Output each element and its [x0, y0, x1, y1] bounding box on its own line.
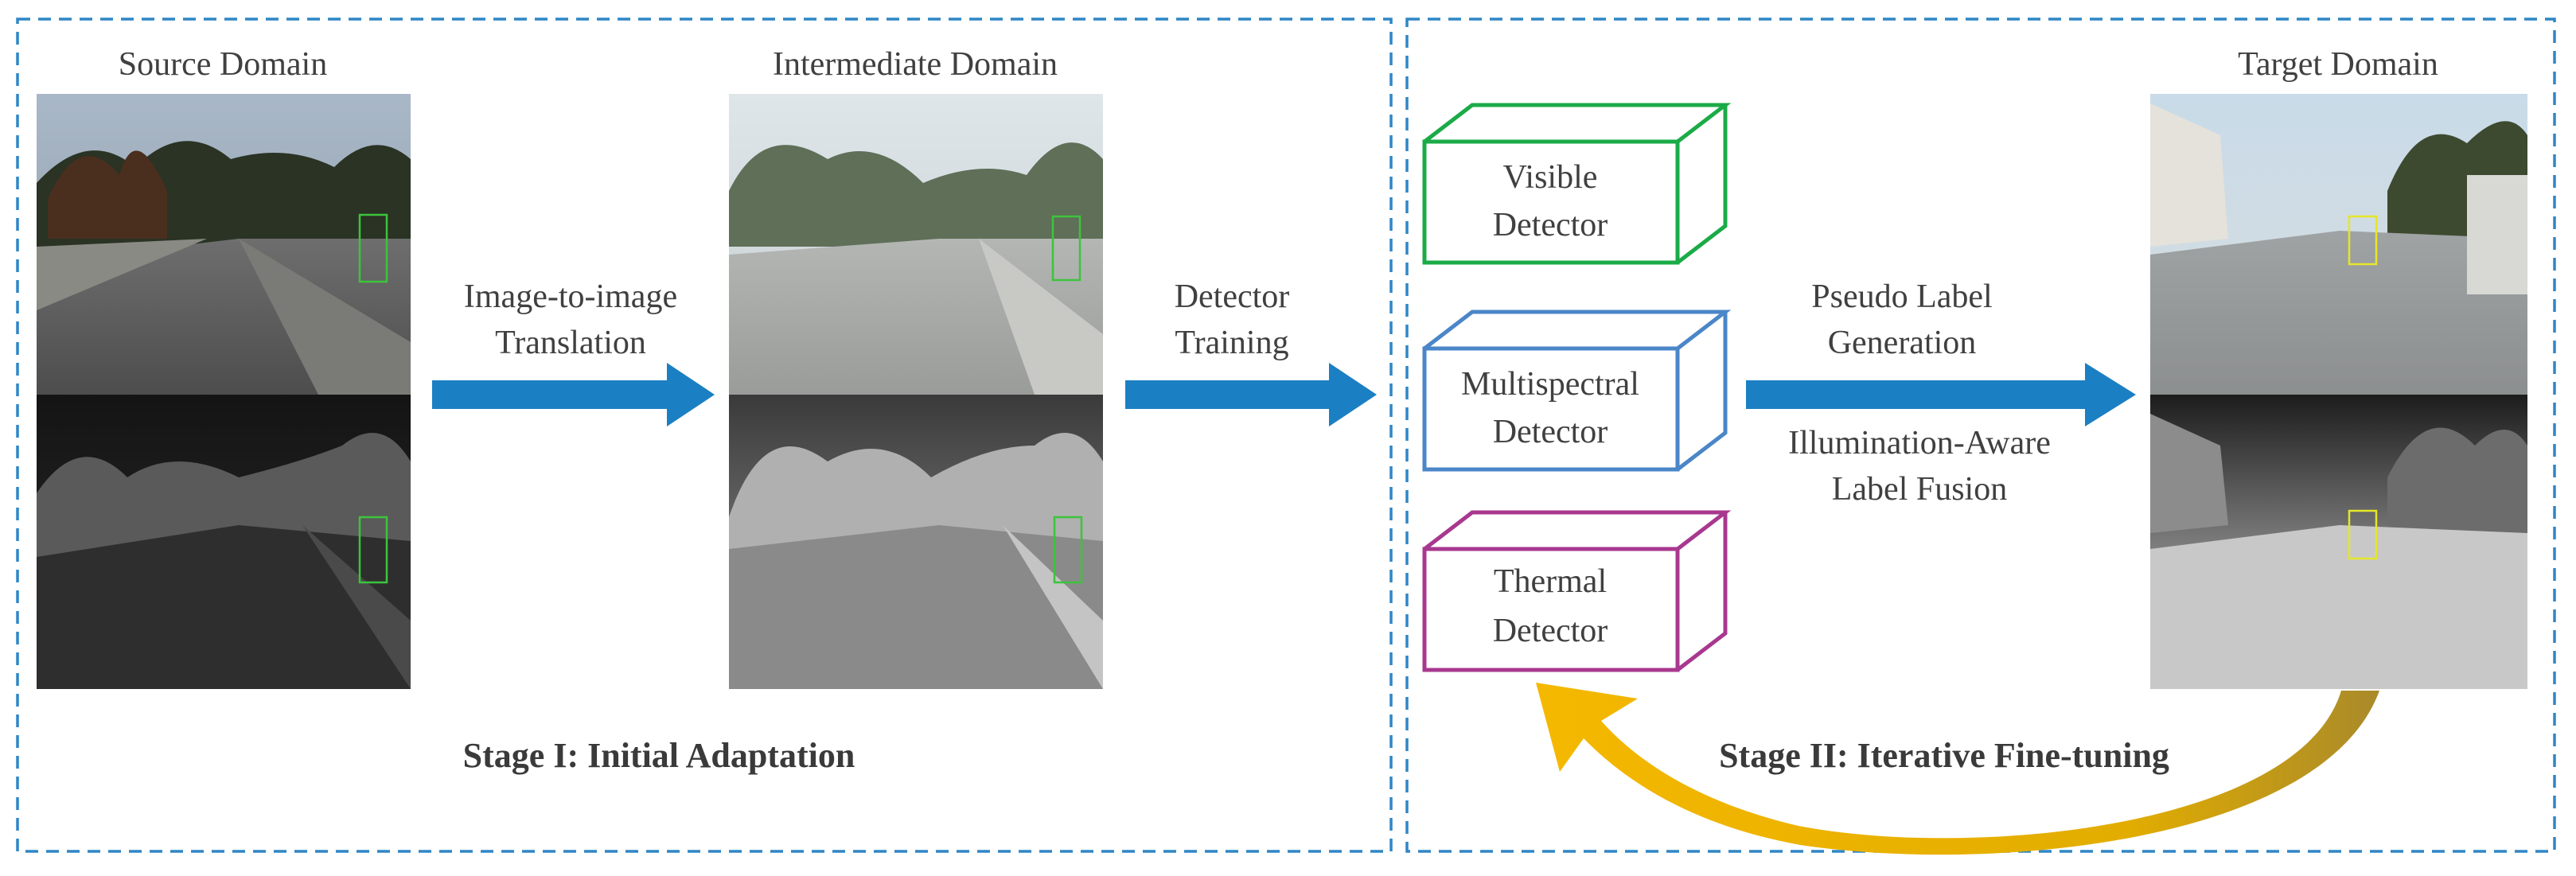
intermediate-domain-label: Intermediate Domain	[773, 46, 1058, 83]
fusion-label-line1: Illumination-Aware	[1788, 425, 2051, 461]
target-visible-image	[2150, 94, 2527, 395]
target-domain-label: Target Domain	[2238, 46, 2438, 83]
intermediate-visible-image	[729, 94, 1103, 395]
training-label-line1: Detector	[1175, 278, 1290, 315]
visible-detector-line2: Detector	[1493, 207, 1608, 243]
multispectral-detector-line1: Multispectral	[1461, 366, 1639, 403]
visible-detector-box	[1422, 103, 1732, 265]
translation-label-line2: Translation	[495, 325, 646, 361]
intermediate-thermal-image	[729, 395, 1103, 689]
visible-detector-line1: Visible	[1503, 159, 1598, 196]
fusion-label-line2: Label Fusion	[1832, 471, 2007, 508]
source-thermal-image	[37, 395, 411, 689]
feedback-arrow	[1536, 683, 2379, 855]
thermal-detector-line1: Thermal	[1494, 563, 1607, 600]
stage2-title: Stage II: Iterative Fine-tuning	[1719, 736, 2169, 775]
thermal-detector-box	[1422, 510, 1732, 672]
multispectral-detector-box	[1422, 310, 1732, 472]
translation-arrow	[432, 363, 715, 426]
stage1-title: Stage I: Initial Adaptation	[463, 736, 855, 775]
source-domain-label: Source Domain	[119, 46, 327, 83]
translation-label-line1: Image-to-image	[464, 278, 677, 315]
multispectral-detector-line2: Detector	[1493, 414, 1608, 450]
stage1-panel	[16, 18, 1393, 853]
pseudo-label-arrow	[1746, 363, 2136, 426]
source-visible-image	[37, 94, 411, 395]
pseudo-label-line1: Pseudo Label	[1811, 278, 1992, 315]
pseudo-label-line2: Generation	[1828, 325, 1977, 361]
training-arrow	[1125, 363, 1377, 426]
training-label-line2: Training	[1175, 325, 1288, 361]
thermal-detector-line2: Detector	[1493, 613, 1608, 649]
target-thermal-image	[2150, 395, 2527, 689]
